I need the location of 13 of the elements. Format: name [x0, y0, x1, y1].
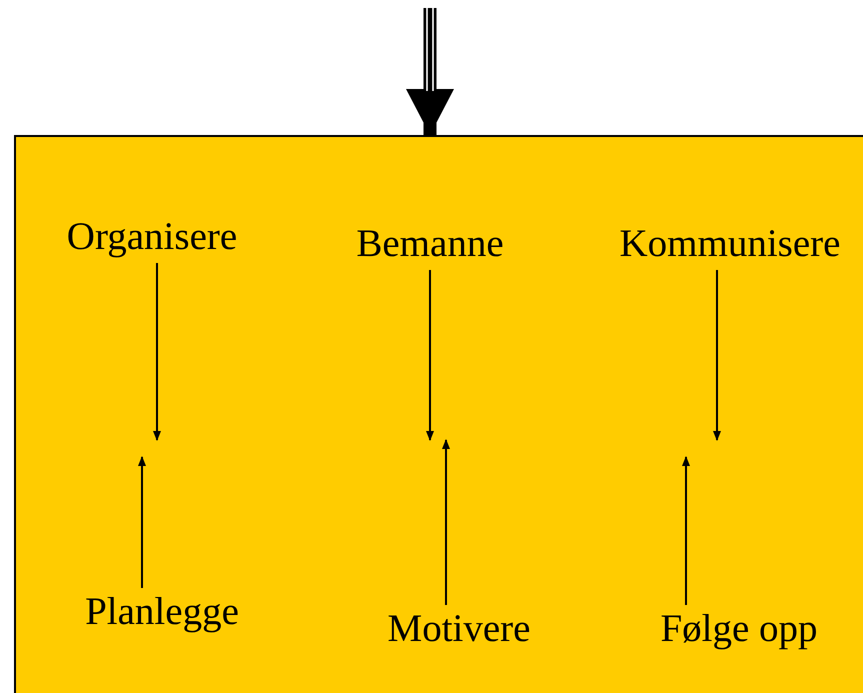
node-label: Følge opp	[660, 607, 818, 651]
node-label: Organisere	[66, 215, 238, 259]
arrow	[682, 456, 690, 605]
arrow	[426, 270, 434, 441]
arrow	[138, 456, 146, 588]
panel-box	[14, 135, 863, 693]
arrow	[153, 263, 161, 441]
node-label: Planlegge	[85, 590, 239, 634]
arrow	[713, 270, 721, 441]
node-label: Kommunisere	[620, 222, 840, 266]
node-label: Bemanne	[356, 222, 504, 266]
node-label: Motivere	[388, 607, 530, 651]
arrow	[442, 439, 450, 605]
